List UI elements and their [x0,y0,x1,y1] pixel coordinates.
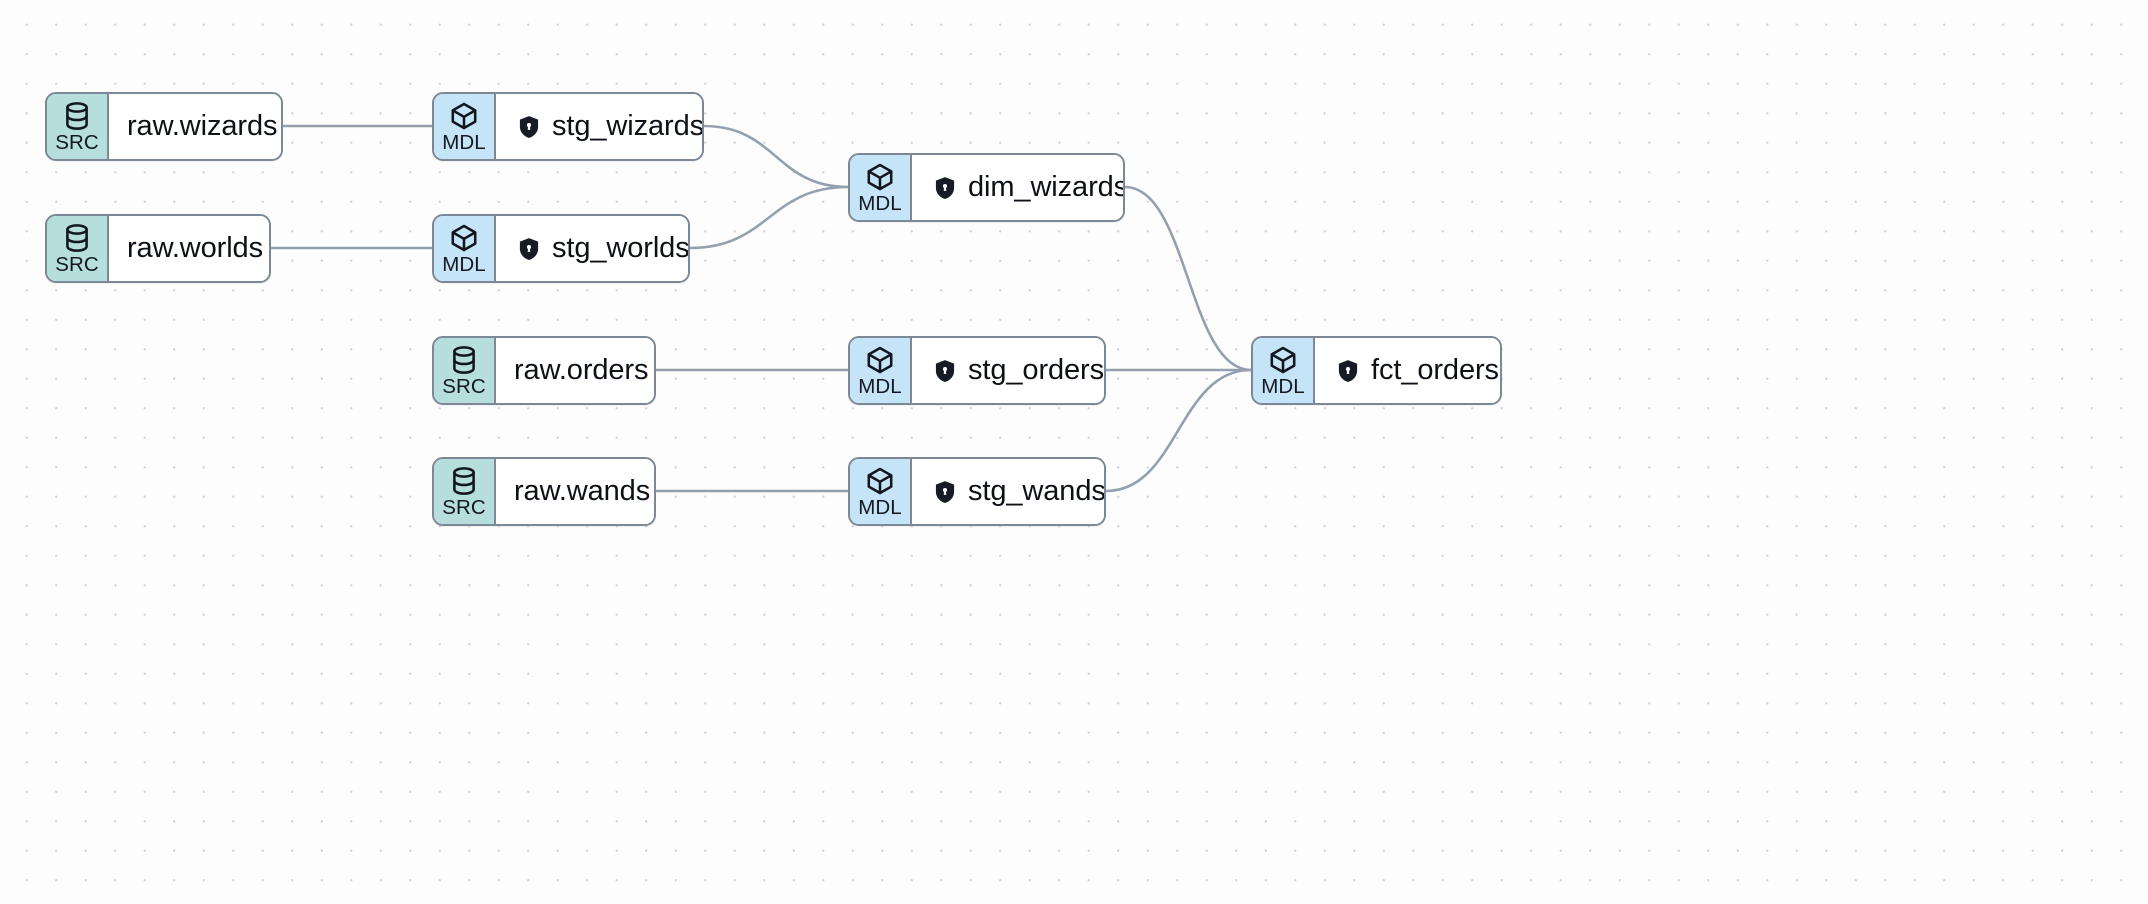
node-label: stg_wands [968,475,1106,507]
node-type-badge-stg_wizards: MDL [434,94,496,159]
node-stg_worlds[interactable]: MDL stg_worlds [432,214,690,283]
node-type-label: MDL [1261,375,1305,399]
node-label: raw.orders [514,354,649,386]
node-label: fct_orders [1371,354,1499,386]
shield-lock-icon [518,237,540,261]
database-icon [448,465,480,497]
node-type-label: MDL [442,253,486,277]
cube-icon [864,161,896,193]
node-body-raw_orders: raw.orders [496,338,654,403]
node-label: stg_orders [968,354,1105,386]
edge-stg_wands-to-fct_orders [1104,368,1253,493]
node-body-stg_wands: stg_wands [912,459,1106,524]
node-body-fct_orders: fct_orders [1315,338,1500,403]
node-body-raw_wands: raw.wands [496,459,654,524]
node-body-raw_worlds: raw.worlds [109,216,269,281]
node-type-badge-raw_orders: SRC [434,338,496,403]
node-label: raw.wands [514,475,651,507]
node-body-dim_wizards: dim_wizards [912,155,1125,220]
cube-icon [448,222,480,254]
database-icon [448,344,480,376]
node-type-label: MDL [442,131,486,155]
node-type-label: SRC [442,375,486,399]
node-label: raw.worlds [127,232,263,264]
cube-icon [864,465,896,497]
node-raw_wands[interactable]: SRC raw.wands [432,457,656,526]
shield-lock-icon [518,115,540,139]
node-type-badge-stg_worlds: MDL [434,216,496,281]
node-stg_wands[interactable]: MDL stg_wands [848,457,1106,526]
node-type-badge-stg_orders: MDL [850,338,912,403]
node-type-label: MDL [858,496,902,520]
node-body-stg_worlds: stg_worlds [496,216,690,281]
shield-lock-icon [934,480,956,504]
node-type-label: SRC [442,496,486,520]
node-stg_orders[interactable]: MDL stg_orders [848,336,1106,405]
node-type-badge-fct_orders: MDL [1253,338,1315,403]
node-label: stg_worlds [552,232,690,264]
node-type-badge-dim_wizards: MDL [850,155,912,220]
node-type-label: SRC [55,253,99,277]
shield-lock-icon [934,176,956,200]
shield-lock-icon [1337,359,1359,383]
shield-lock-icon [934,359,956,383]
node-type-badge-stg_wands: MDL [850,459,912,524]
node-type-label: SRC [55,131,99,155]
node-body-stg_wizards: stg_wizards [496,94,704,159]
edge-stg_worlds-to-dim_wizards [688,185,850,250]
node-label: dim_wizards [968,171,1125,203]
node-stg_wizards[interactable]: MDL stg_wizards [432,92,704,161]
node-body-stg_orders: stg_orders [912,338,1105,403]
node-raw_worlds[interactable]: SRC raw.worlds [45,214,271,283]
edge-stg_wizards-to-dim_wizards [702,124,850,189]
node-raw_orders[interactable]: SRC raw.orders [432,336,656,405]
node-dim_wizards[interactable]: MDL dim_wizards [848,153,1125,222]
edge-dim_wizards-to-fct_orders [1123,185,1253,372]
node-label: stg_wizards [552,110,704,142]
node-label: raw.wizards [127,110,278,142]
cube-icon [864,344,896,376]
node-fct_orders[interactable]: MDL fct_orders [1251,336,1502,405]
node-type-badge-raw_wizards: SRC [47,94,109,159]
node-body-raw_wizards: raw.wizards [109,94,281,159]
cube-icon [448,100,480,132]
database-icon [61,100,93,132]
node-type-label: MDL [858,192,902,216]
cube-icon [1267,344,1299,376]
node-raw_wizards[interactable]: SRC raw.wizards [45,92,283,161]
node-type-badge-raw_wands: SRC [434,459,496,524]
node-type-label: MDL [858,375,902,399]
database-icon [61,222,93,254]
node-type-badge-raw_worlds: SRC [47,216,109,281]
